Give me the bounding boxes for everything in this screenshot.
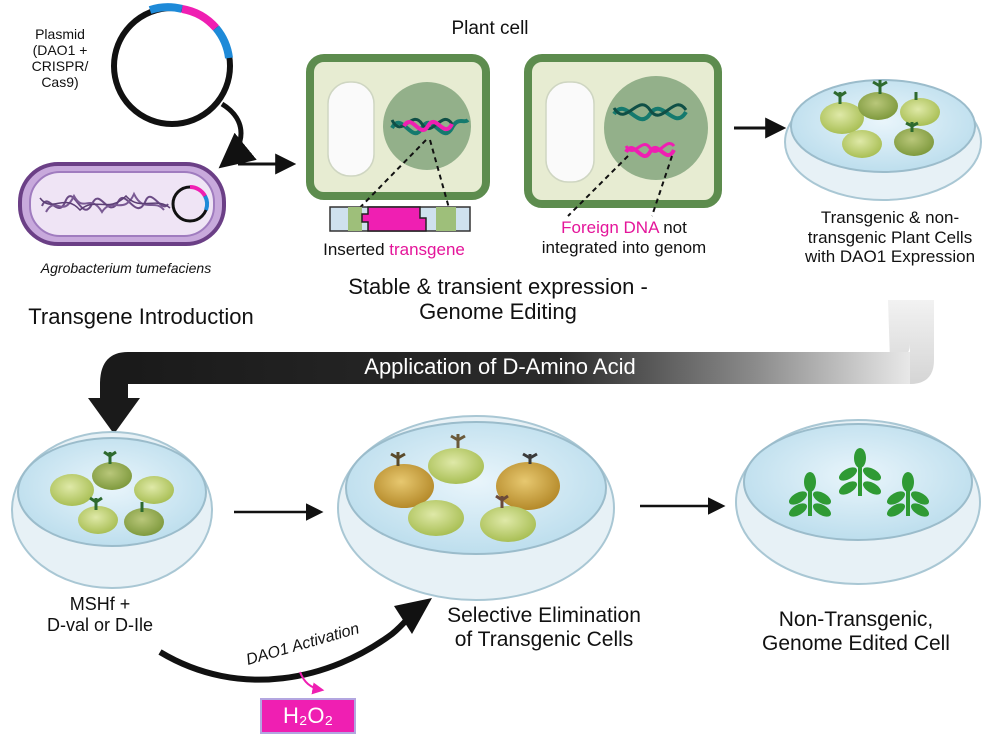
plant-cell-stable xyxy=(306,54,490,227)
inserted-transgene-label: Inserted transgene xyxy=(296,240,492,260)
bacterium-icon xyxy=(18,162,226,246)
petri-dish-3 xyxy=(337,415,615,601)
plant-cell-transient xyxy=(524,54,722,217)
seedling-icon xyxy=(788,448,930,517)
petri-dish-4 xyxy=(735,419,981,585)
transgene-segment xyxy=(329,206,471,232)
petri-dish-1 xyxy=(784,79,982,201)
application-band xyxy=(88,300,934,434)
expression-label: Stable & transient expression - Genome E… xyxy=(348,274,648,325)
h2o2-box: H₂O₂ xyxy=(260,698,356,734)
foreign-dna-suffix: not xyxy=(658,218,687,237)
dish2-label: MSHf + D-val or D-Ile xyxy=(46,594,153,635)
foreign-dna-label: Foreign DNA not integrated into genom xyxy=(520,218,728,257)
plasmid-icon xyxy=(111,3,233,127)
foreign-dna-line2: integrated into genom xyxy=(541,237,707,257)
dish4-label: Non-Transgenic, Genome Edited Cell xyxy=(762,608,950,656)
h2o2-arrow xyxy=(299,671,325,695)
petri-dish-2 xyxy=(11,431,213,589)
transgene-introduction-label: Transgene Introduction xyxy=(28,304,254,329)
plasmid-arrow xyxy=(218,101,257,169)
inserted-prefix: Inserted xyxy=(323,240,390,259)
dao1-arrowhead xyxy=(394,598,432,634)
foreign-dna-highlight: Foreign DNA xyxy=(561,218,659,237)
dish3-label: Selective Elimination of Transgenic Cell… xyxy=(447,604,641,652)
transgene-highlight: transgene xyxy=(389,240,465,259)
application-label: Application of D-Amino Acid xyxy=(364,354,636,379)
dish1-label: Transgenic & non- transgenic Plant Cells… xyxy=(804,208,976,267)
plasmid-label: Plasmid (DAO1 + CRISPR/ Cas9) xyxy=(31,26,89,91)
plant-cell-title: Plant cell xyxy=(451,18,529,39)
agrobacterium-label: Agrobacterium tumefaciens xyxy=(40,260,212,276)
